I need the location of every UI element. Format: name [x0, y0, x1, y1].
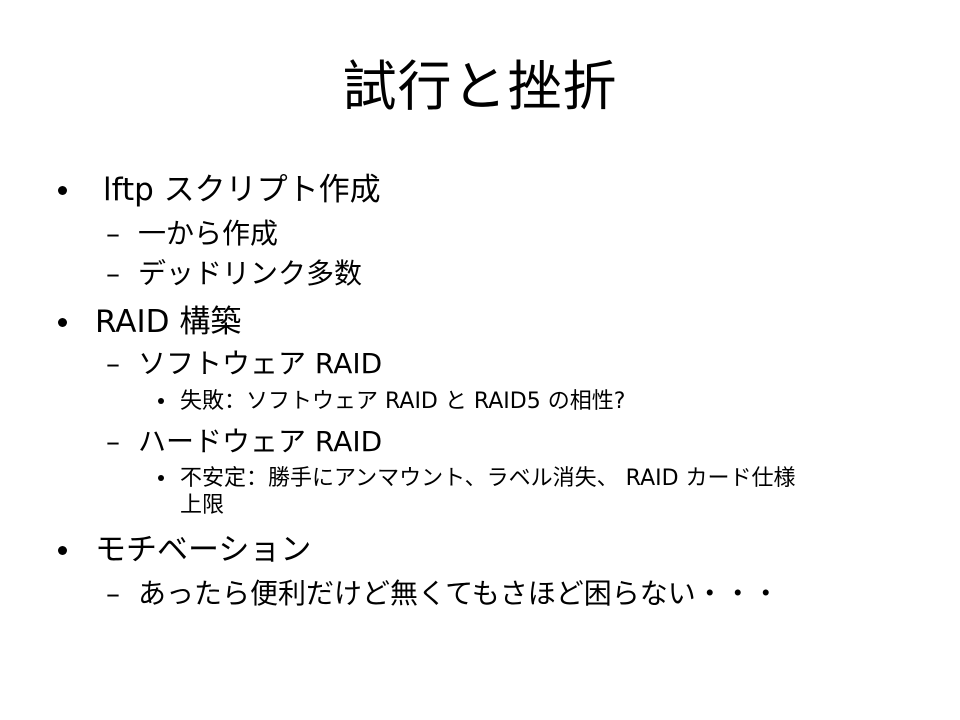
dash-icon: –: [106, 577, 120, 610]
slide-title: 試行と挫折: [342, 55, 618, 118]
bullet-dot-icon: [58, 186, 67, 195]
sub-sub-bullet-text: 失敗：ソフトウェア RAID と RAID5 の相性?: [180, 389, 626, 414]
bullet-dot-icon: [58, 318, 67, 327]
sub-bullet-item: – ソフトウェア RAID: [0, 346, 960, 382]
bullet-dot-icon: [58, 546, 67, 555]
sub-bullet-item: – デッドリンク多数: [0, 256, 960, 292]
bullet-text: RAID 構築: [95, 304, 242, 340]
sub-bullet-text: ハードウェア RAID: [138, 425, 383, 458]
bullet-item-raid: RAID 構築: [0, 302, 960, 342]
sub-sub-bullet-continuation: 上限: [0, 493, 960, 519]
dash-icon: –: [106, 347, 120, 380]
dash-icon: –: [106, 217, 120, 250]
sub-sub-bullet-item: 不安定：勝手にアンマウント、ラベル消失、 RAID カード仕様: [0, 466, 960, 492]
dash-icon: –: [106, 257, 120, 290]
sub-sub-bullet-item: 失敗：ソフトウェア RAID と RAID5 の相性?: [0, 389, 960, 415]
sub-bullet-item: – あったら便利だけど無くてもさほど困らない・・・: [0, 576, 960, 612]
sub-sub-bullet-text: 上限: [180, 493, 225, 518]
bullet-text: モチベーション: [95, 532, 312, 568]
bullet-dot-icon: [158, 398, 164, 404]
sub-sub-bullet-text: 不安定：勝手にアンマウント、ラベル消失、 RAID カード仕様: [180, 466, 796, 491]
bullet-text: lftp スクリプト作成: [103, 172, 381, 208]
sub-bullet-item: – ハードウェア RAID: [0, 424, 960, 460]
dash-icon: –: [106, 425, 120, 458]
sub-bullet-text: ソフトウェア RAID: [138, 347, 383, 380]
bullet-item-lftp: lftp スクリプト作成: [0, 170, 960, 210]
sub-bullet-item: – 一から作成: [0, 216, 960, 252]
bullet-item-motivation: モチベーション: [0, 530, 960, 570]
sub-bullet-text: あったら便利だけど無くてもさほど困らない・・・: [138, 577, 780, 610]
sub-bullet-text: 一から作成: [138, 217, 279, 250]
bullet-dot-icon: [158, 475, 164, 481]
sub-bullet-text: デッドリンク多数: [138, 257, 363, 290]
